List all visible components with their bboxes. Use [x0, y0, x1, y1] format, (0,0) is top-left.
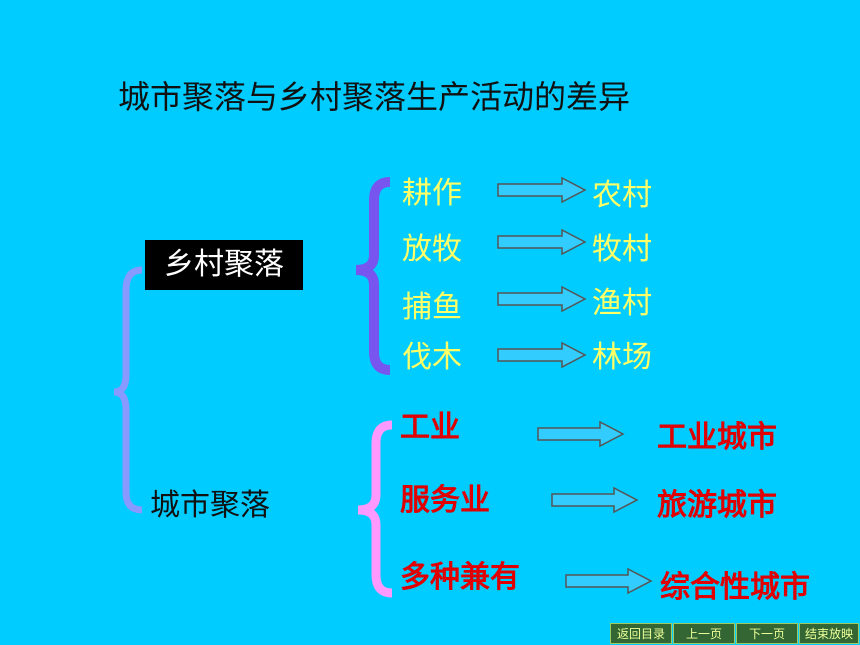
- arrow-icon: [497, 341, 587, 369]
- rural-result: 渔村: [592, 286, 652, 321]
- urban-result: 综合性城市: [660, 570, 810, 605]
- back-to-contents-button[interactable]: 返回目录: [610, 623, 672, 644]
- urban-activity: 工业: [400, 410, 460, 445]
- page-title: 城市聚落与乡村聚落生产活动的差异: [118, 78, 631, 116]
- rural-activity: 放牧: [402, 232, 462, 267]
- rural-activity: 捕鱼: [402, 290, 462, 325]
- arrow-icon: [497, 285, 587, 313]
- arrow-icon: [497, 176, 587, 204]
- rural-brace: [355, 177, 391, 375]
- outer-brace: [113, 266, 143, 514]
- rural-activity: 伐木: [402, 340, 462, 375]
- urban-settlement-label: 城市聚落: [150, 488, 270, 523]
- arrow-icon: [565, 567, 653, 595]
- rural-activity: 耕作: [402, 176, 462, 211]
- rural-settlement-label: 乡村聚落: [145, 240, 303, 290]
- end-show-button[interactable]: 结束放映: [799, 623, 859, 644]
- previous-page-button[interactable]: 上一页: [673, 623, 735, 644]
- rural-result: 牧村: [592, 232, 652, 267]
- rural-result: 林场: [592, 340, 652, 375]
- urban-activity: 多种兼有: [400, 560, 520, 595]
- urban-brace: [357, 420, 393, 598]
- rural-result: 农村: [592, 178, 652, 213]
- next-page-button[interactable]: 下一页: [736, 623, 798, 644]
- arrow-icon: [497, 228, 587, 256]
- urban-result: 工业城市: [657, 420, 777, 455]
- arrow-icon: [537, 420, 625, 448]
- arrow-icon: [551, 486, 639, 514]
- urban-activity: 服务业: [400, 483, 490, 518]
- urban-result: 旅游城市: [657, 488, 777, 523]
